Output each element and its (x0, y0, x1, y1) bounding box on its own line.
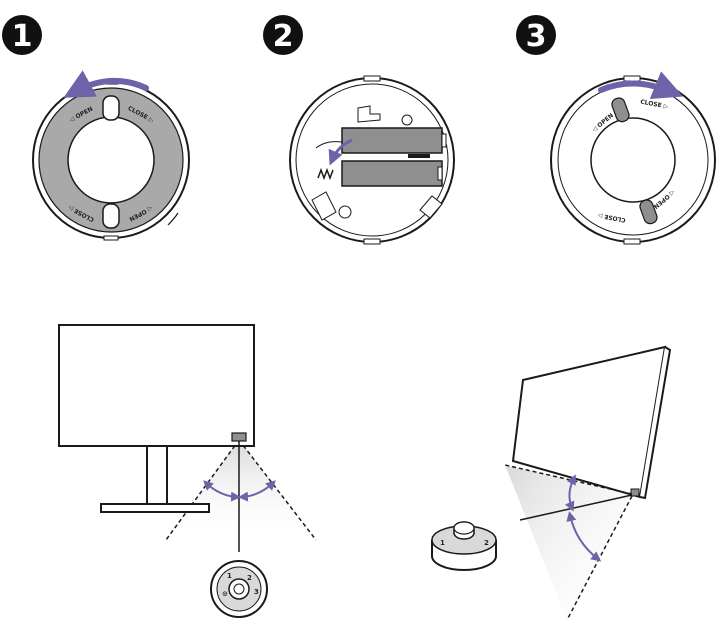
bottom-latch-locked-icon (639, 199, 658, 225)
step-2-badge: 2 (263, 15, 303, 55)
remote-button-ok-icon: ⊙ (222, 590, 228, 598)
remote-puck-side: 1 2 (431, 521, 497, 571)
remote-button-2: 2 (247, 574, 252, 582)
rotate-close-arrow-icon (598, 71, 684, 100)
angle-right-arc-icon (238, 480, 276, 502)
step-3-close-label: CLOSE ▷ (640, 99, 669, 111)
remote-button-3: 3 (254, 588, 259, 596)
monitor-stand (146, 445, 168, 507)
angle-left-arc-icon (203, 480, 241, 502)
top-latch-icon (102, 95, 120, 121)
side-angle-lower-arc-icon (566, 511, 602, 562)
remote-puck-front: 1 2 3 ⊙ (210, 560, 268, 618)
insert-battery-arrow-icon (328, 138, 353, 166)
step-2-battery-compartment (289, 75, 455, 245)
monitor-base (100, 503, 210, 513)
sensor-icon (231, 432, 247, 442)
side-remote-button-2: 2 (484, 539, 489, 547)
step-3-ring-cover: ◁ OPEN CLOSE ▷ CLOSE ▷ ◁ OPEN (550, 71, 716, 245)
step-1-ring-cover: ◁ OPEN CLOSE ▷ CLOSE ▷ ◁ OPEN (32, 70, 190, 241)
bottom-latch-icon (102, 203, 120, 229)
side-view-monitor: 1 2 (431, 345, 672, 621)
monitor-screen (58, 324, 255, 447)
spring-icon (317, 167, 334, 181)
side-sensor-icon (630, 488, 640, 497)
side-angle-upper-arc-icon (565, 474, 576, 512)
front-view-monitor: 1 2 3 ⊙ (58, 324, 317, 618)
battery-bottom (341, 160, 443, 187)
top-latch-locked-icon (611, 97, 630, 123)
step-3-badge: 3 (516, 15, 556, 55)
battery-top (341, 127, 443, 154)
remote-button-1: 1 (227, 572, 232, 580)
rotate-open-arrow-icon (63, 70, 149, 98)
step-1-badge: 1 (2, 15, 42, 55)
step-3-close-label-bottom: CLOSE ▷ (597, 212, 626, 224)
side-remote-button-1: 1 (440, 539, 445, 547)
step-1-number: 1 (12, 19, 33, 54)
sensor-cone (166, 440, 316, 540)
step-2-number: 2 (273, 19, 294, 54)
step-3-number: 3 (526, 19, 547, 54)
